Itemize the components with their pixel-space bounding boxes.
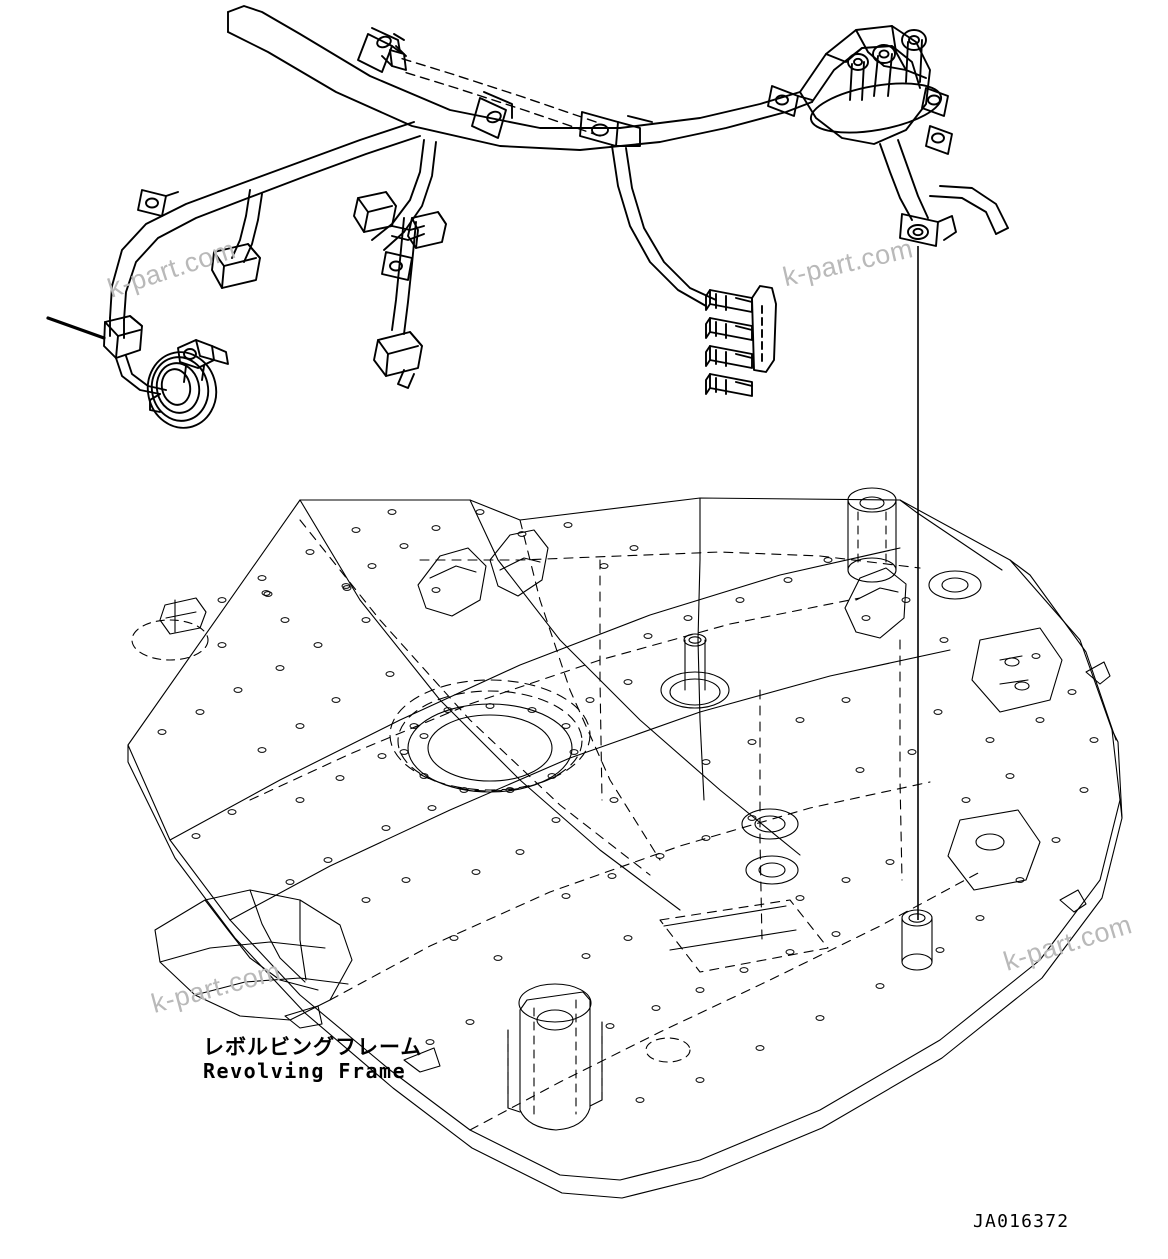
- figure-caption: レボルビングフレーム Revolving Frame: [203, 1035, 423, 1083]
- caption-japanese: レボルビングフレーム: [203, 1035, 423, 1059]
- drawing-number: JA016372: [973, 1211, 1070, 1232]
- caption-english: Revolving Frame: [203, 1058, 407, 1083]
